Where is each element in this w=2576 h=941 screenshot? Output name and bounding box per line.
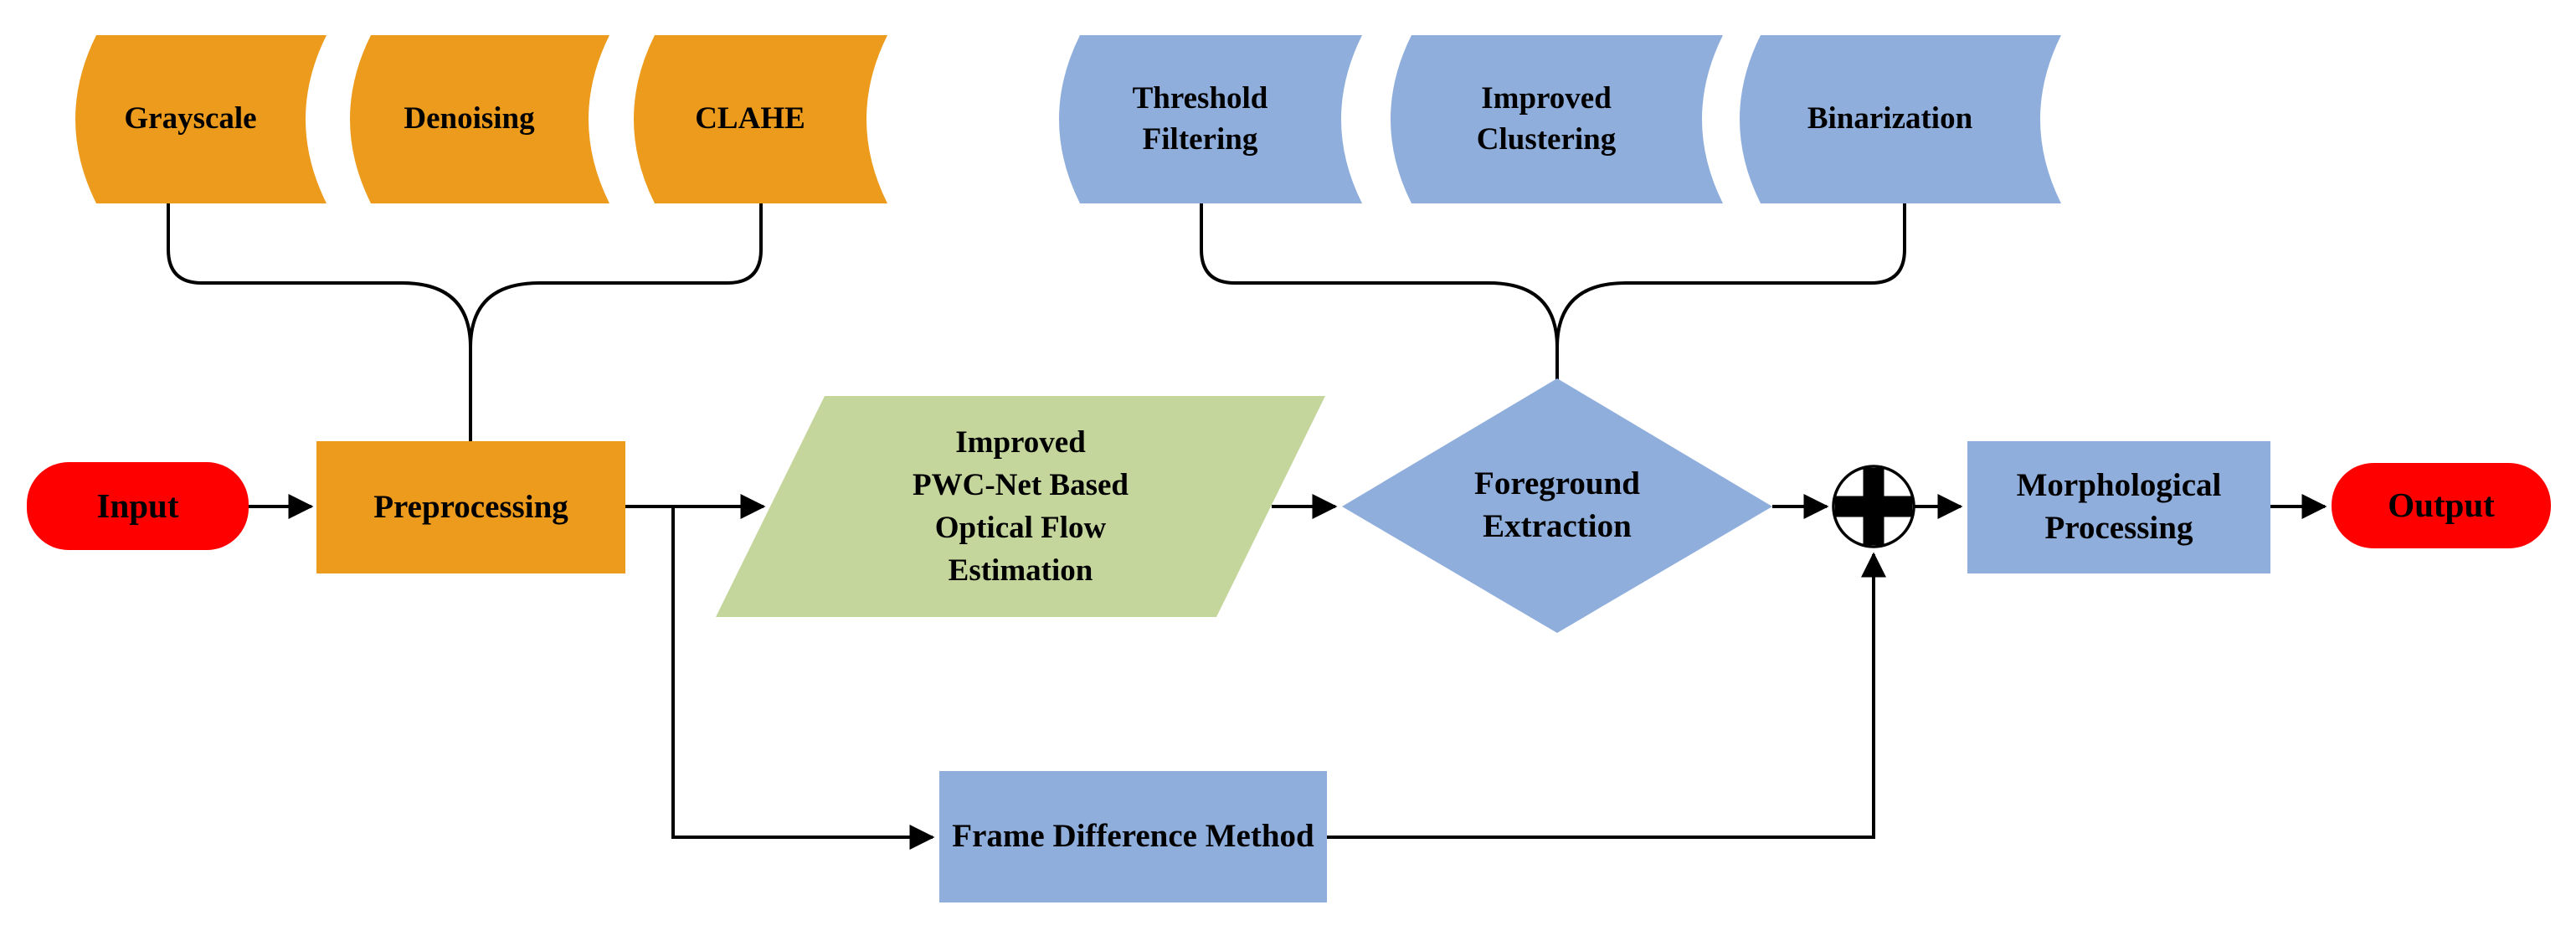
connectors xyxy=(167,203,2327,850)
node-output-pill xyxy=(2332,463,2551,548)
edge-preprocessing-framedifference xyxy=(671,506,935,850)
node-optical-flow-parallelogram xyxy=(716,396,1325,617)
brace-extraction-methods xyxy=(1200,203,1906,348)
card-binarization xyxy=(1740,35,2061,203)
sum-plus-icon xyxy=(1835,468,1912,545)
edge-framedifference-sum xyxy=(1327,552,1886,839)
node-input-pill xyxy=(27,462,249,550)
node-foreground-extraction-diamond xyxy=(1342,378,1772,633)
card-threshold-filtering xyxy=(1059,35,1362,203)
card-denoising xyxy=(350,35,609,203)
card-improved-clustering xyxy=(1391,35,1723,203)
node-morphological-box xyxy=(1967,441,2270,573)
card-grayscale xyxy=(75,35,326,203)
node-preprocessing-box xyxy=(316,441,625,573)
card-clahe xyxy=(634,35,887,203)
brace-preprocessing-methods xyxy=(167,203,763,348)
node-frame-difference-box xyxy=(939,771,1327,902)
